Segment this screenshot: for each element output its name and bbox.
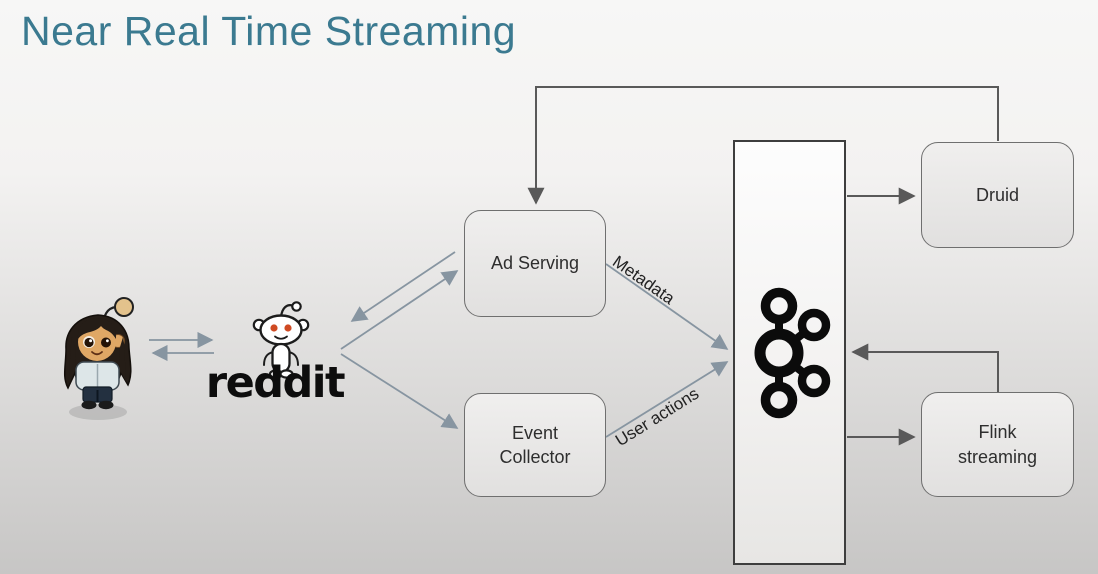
arrow-flink-to-kafka-loop [851, 343, 999, 392]
page-title: Near Real Time Streaming [21, 8, 517, 54]
node-label: Ad Serving [490, 253, 580, 274]
node-druid: Druid [921, 142, 1074, 248]
reddit-logo: reddit [205, 298, 346, 410]
reddit-snoo-icon [252, 301, 310, 379]
arrow-reddit-to-adserving [340, 270, 459, 350]
kafka-icon [754, 287, 830, 418]
node-ad-serving: Ad Serving [464, 210, 606, 317]
node-label: Druid [975, 184, 1019, 205]
arrow-druid-to-adserving-loop [527, 86, 999, 205]
node-label: Flink streaming [957, 422, 1038, 467]
reddit-wordmark: reddit [205, 358, 346, 408]
user-avatar-icon [63, 297, 134, 420]
node-event-collector: Event Collector [464, 393, 606, 497]
node-flink-streaming: Flink streaming [921, 392, 1074, 497]
arrow-user-actions [605, 361, 729, 438]
node-kafka [733, 140, 846, 565]
node-label: Event Collector [499, 422, 571, 467]
arrow-metadata [605, 263, 729, 350]
arrow-adserving-to-reddit [350, 251, 456, 322]
arrow-reddit-to-eventcollector [340, 353, 459, 429]
